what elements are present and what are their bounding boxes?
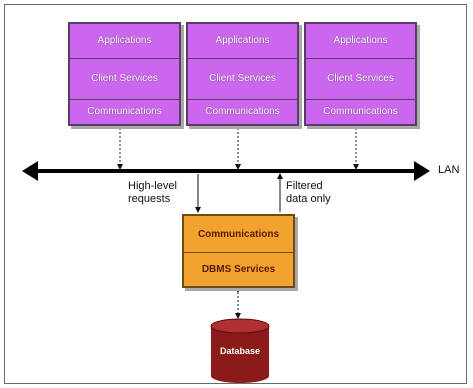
lan-right-arrowhead — [414, 161, 430, 181]
layer-divider — [188, 99, 297, 100]
client-applications-label: Applications — [97, 35, 152, 46]
layer-divider — [306, 99, 415, 100]
layer-divider — [70, 58, 179, 59]
client-communications-label: Communications — [205, 106, 280, 117]
layer-divider — [306, 58, 415, 59]
client-applications-label: Applications — [333, 35, 388, 46]
client-communications-label: Communications — [323, 106, 398, 117]
layer-divider — [184, 252, 293, 253]
layer-divider — [70, 99, 179, 100]
database-label: Database — [219, 346, 261, 356]
lan-left-arrowhead — [22, 161, 38, 181]
client-node-1: Applications Client Services Communicati… — [68, 22, 181, 126]
lan-label: LAN — [438, 164, 460, 176]
client-services-label: Client Services — [209, 73, 276, 84]
server-node: Communications DBMS Services — [182, 214, 295, 288]
request-label: High-level requests — [128, 180, 177, 205]
response-label: Filtered data only — [286, 180, 331, 205]
client-node-2: Applications Client Services Communicati… — [186, 22, 299, 126]
server-communications-label: Communications — [197, 228, 280, 240]
client-applications-label: Applications — [215, 35, 270, 46]
client-communications-label: Communications — [87, 106, 162, 117]
client-services-label: Client Services — [327, 73, 394, 84]
client-services-label: Client Services — [91, 73, 158, 84]
layer-divider — [188, 58, 297, 59]
client-node-3: Applications Client Services Communicati… — [304, 22, 417, 126]
dbms-services-label: DBMS Services — [201, 264, 276, 275]
database-cylinder — [210, 318, 270, 383]
